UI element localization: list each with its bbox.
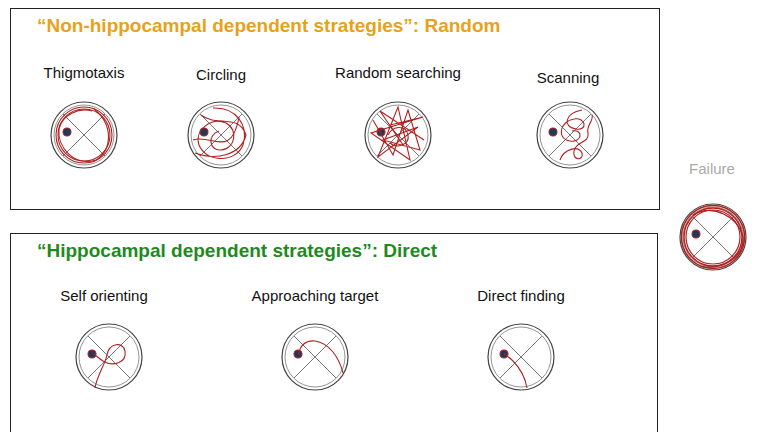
random-search-pool: [365, 102, 431, 168]
strategy-label: Approaching target: [252, 287, 379, 304]
strategy-label: Self orienting: [60, 287, 148, 304]
outcome-label: Failure: [689, 160, 735, 177]
group-heading: “Hippocampal dependent strategies”: Dire…: [37, 240, 437, 262]
strategy-group-box: “Hippocampal dependent strategies”: Dire…: [10, 233, 658, 432]
strategy-label: Scanning: [537, 69, 600, 86]
failure-pool: [680, 204, 746, 270]
thigmotaxis-pool: [51, 102, 117, 168]
strategy-label: Circling: [196, 66, 246, 83]
strategy-group-box: “Non-hippocampal dependent strategies”: …: [10, 8, 660, 210]
direct-finding-pool: [488, 324, 554, 390]
strategy-label: Random searching: [335, 64, 461, 81]
scanning-pool: [537, 102, 603, 168]
strategy-label: Direct finding: [477, 287, 565, 304]
circling-pool: [188, 102, 254, 168]
self-orienting-pool: [76, 324, 142, 390]
group-heading: “Non-hippocampal dependent strategies”: …: [37, 15, 500, 37]
strategy-label: Thigmotaxis: [44, 64, 125, 81]
approaching-target-pool: [282, 324, 348, 390]
